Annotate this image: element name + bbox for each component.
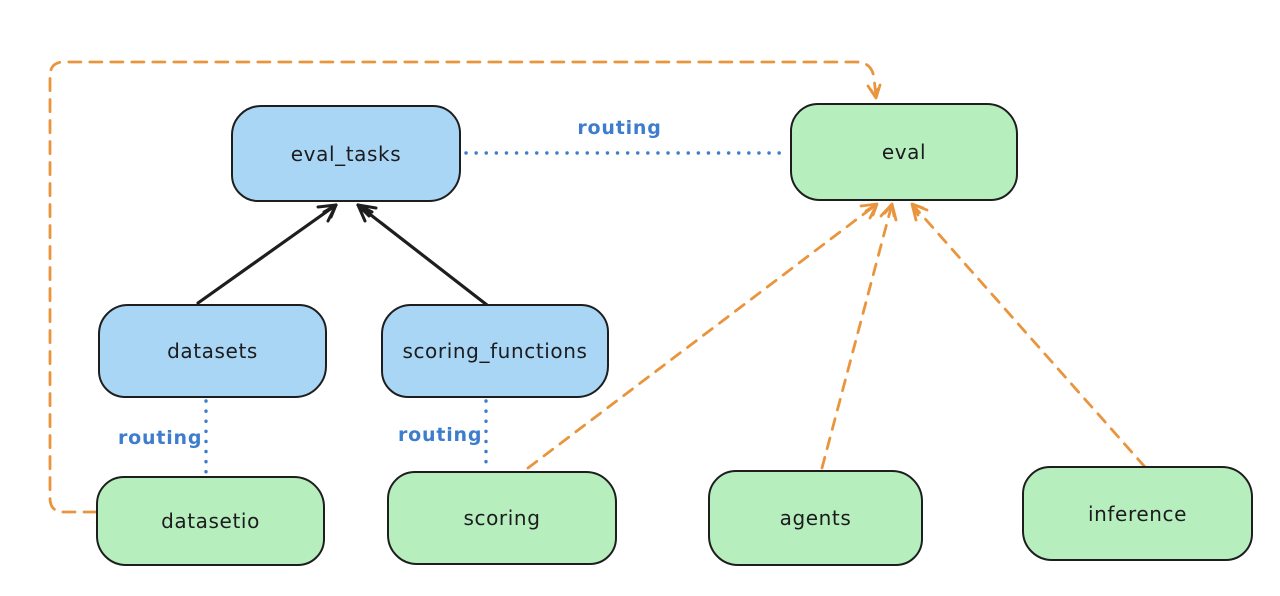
node-eval-tasks-label: eval_tasks (290, 141, 402, 166)
node-datasetio-label: datasetio (161, 509, 260, 533)
node-agents-label: agents (779, 506, 852, 530)
node-datasetio: datasetio (96, 476, 325, 566)
edge-agents-to-eval (820, 202, 894, 470)
edge-datasets-to-eval_tasks-arrowhead (316, 203, 338, 223)
node-inference: inference (1022, 466, 1253, 561)
node-inference-label: inference (1087, 501, 1188, 526)
edge-scoring_functions-to-eval_tasks (356, 203, 489, 307)
node-eval-label: eval (881, 140, 927, 164)
node-scoring: scoring (387, 471, 617, 565)
edge-datasetio-to-eval-arrowhead (866, 83, 882, 100)
edge-datasetio-to-eval (48, 60, 878, 514)
edge-inference-to-eval (910, 202, 1147, 469)
edge-scoring_functions-to-eval_tasks-arrowhead (356, 203, 378, 223)
node-scoring-functions-label: scoring_functions (402, 339, 588, 363)
node-datasets: datasets (98, 304, 327, 398)
edge-agents-to-eval-arrowhead (879, 202, 898, 222)
routing-label-eval-tasks-eval: routing (577, 117, 662, 139)
edge-scoring-to-eval (526, 202, 879, 470)
node-agents: agents (708, 470, 923, 566)
node-scoring-functions: scoring_functions (381, 304, 609, 398)
node-eval: eval (790, 103, 1018, 201)
edge-datasets-to-eval_tasks (196, 203, 338, 305)
edge-inference-to-eval-arrowhead (910, 202, 929, 222)
routing-label-scoring-functions-scoring: routing (398, 424, 483, 446)
routing-label-datasets-datasetio: routing (118, 427, 203, 449)
node-scoring-label: scoring (463, 506, 541, 530)
node-eval-tasks: eval_tasks (231, 105, 461, 202)
edge-scoring-to-eval-arrowhead (859, 202, 879, 220)
node-datasets-label: datasets (167, 339, 258, 363)
